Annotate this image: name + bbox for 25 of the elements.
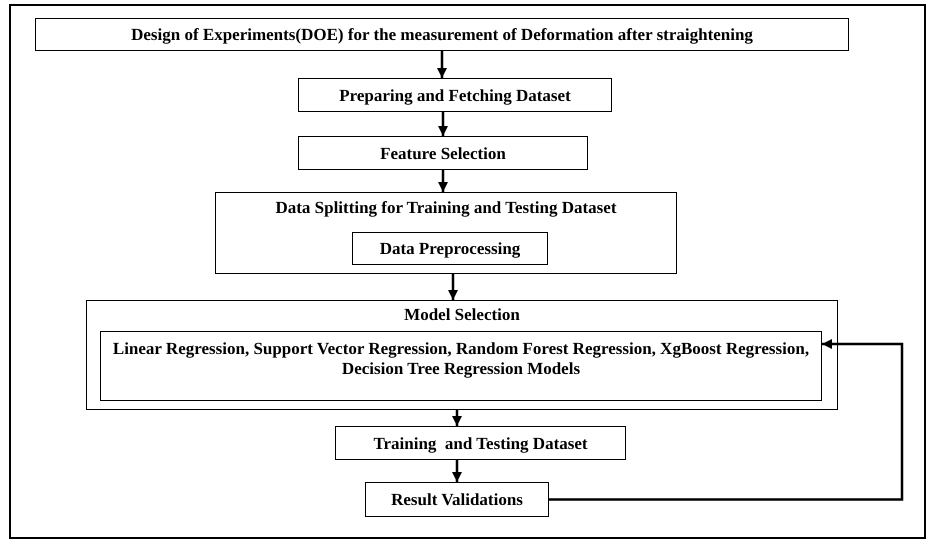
arrow [438,170,448,192]
process-box [298,78,612,112]
arrow [452,410,462,426]
box-label: Data Splitting for Training and Testing Dataset [274,198,618,218]
box-label: Model Selection [403,305,521,326]
box-label: Feature Selection [379,144,507,164]
process-box [215,192,677,274]
box-label: Training and Testing Dataset [372,434,589,454]
box-label: Design of Experiments(DOE) for the measurement of Deformation after straightening [130,25,754,46]
process-box [86,300,838,410]
arrow [437,51,447,78]
process-box [35,18,849,51]
box-label: Linear Regression, Support Vector Regression, Random Forest Regression, XgBoost Regression, Decision Tree Regression Models [112,339,810,380]
process-box [100,331,822,401]
process-box [335,426,626,460]
box-label: Preparing and Fetching Dataset [338,86,572,106]
arrow [452,460,462,482]
process-box [298,136,588,170]
box-label: Data Preprocessing [378,239,522,260]
arrow [438,112,448,136]
process-box [352,232,548,265]
arrow [448,274,458,300]
arrow [549,339,904,501]
process-box [365,482,549,517]
box-label: Result Validations [390,490,524,510]
